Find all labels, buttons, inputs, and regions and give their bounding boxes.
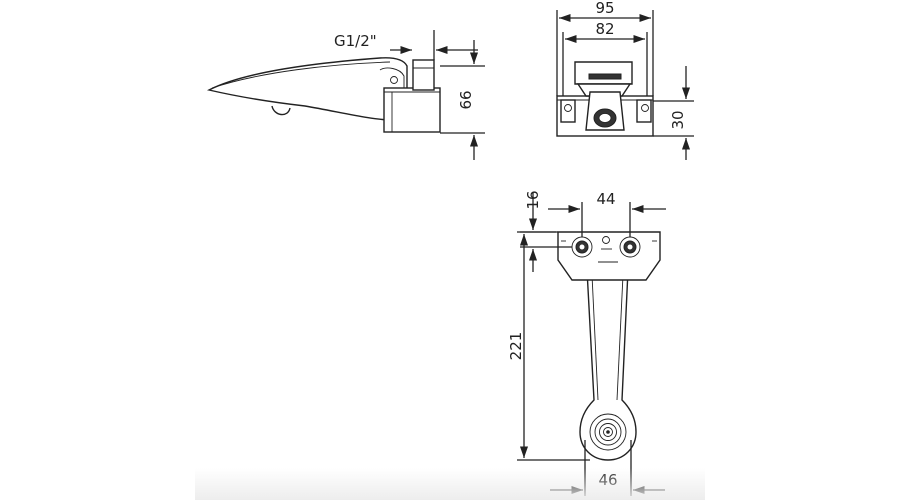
aerator-ring bbox=[589, 413, 627, 451]
front-left-tab bbox=[560, 99, 576, 123]
left-connection-hole bbox=[579, 244, 585, 250]
spout-nozzle bbox=[271, 105, 291, 116]
bottom-fade bbox=[195, 468, 705, 500]
center-logo-mark bbox=[602, 236, 610, 244]
aerator-ring bbox=[603, 427, 613, 437]
front-right-screw bbox=[641, 104, 649, 112]
front-outlet-inner bbox=[598, 113, 612, 123]
aerator-ring bbox=[599, 423, 617, 441]
thread-label: G1/2" bbox=[334, 32, 377, 50]
aerator-center bbox=[606, 430, 610, 434]
side-view: G1/2" 66 bbox=[206, 30, 485, 160]
front-view: 95 82 30 bbox=[556, 0, 694, 160]
side-height-label: 66 bbox=[457, 90, 475, 109]
front-head bbox=[574, 61, 633, 85]
top-view: 16 44 221 46 bbox=[507, 190, 666, 496]
front-height-label: 30 bbox=[669, 110, 687, 129]
inner-width-label: 82 bbox=[595, 20, 614, 38]
mount-block bbox=[383, 87, 441, 133]
spout-hinge bbox=[379, 67, 405, 118]
top-arm-edge bbox=[591, 274, 599, 401]
inlet-pipe bbox=[412, 59, 435, 91]
hinge-pin bbox=[390, 76, 398, 84]
length-label: 221 bbox=[507, 332, 525, 361]
front-left-screw bbox=[564, 104, 572, 112]
right-connection-hole bbox=[627, 244, 633, 250]
outer-width-label: 95 bbox=[595, 0, 614, 17]
spacing-label: 44 bbox=[596, 190, 615, 208]
aerator-ring bbox=[594, 418, 622, 446]
front-head-slot bbox=[588, 73, 622, 80]
offset-label: 16 bbox=[524, 190, 542, 209]
top-arm-edge bbox=[616, 274, 624, 401]
spout-body bbox=[206, 57, 408, 121]
spout-top-edge bbox=[211, 61, 391, 89]
